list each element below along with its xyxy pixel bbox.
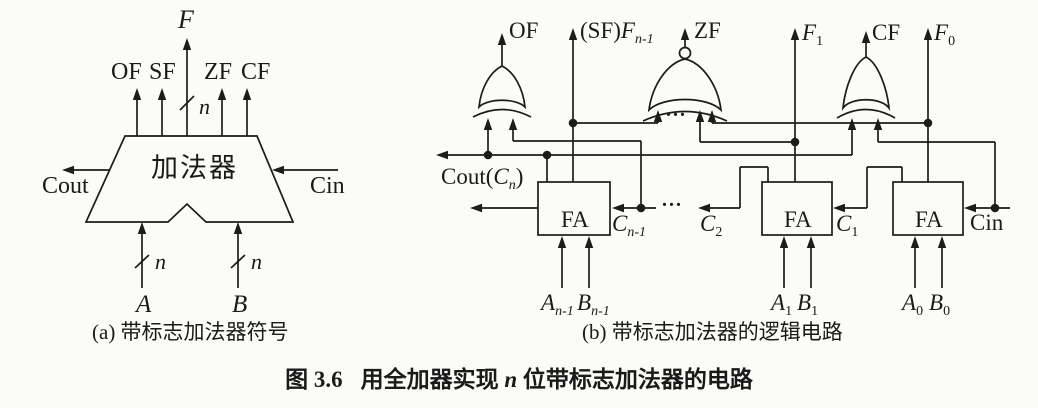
fa-label-bit-0: FA — [915, 207, 943, 232]
flag-of-label: OF — [111, 59, 142, 85]
circuit-wires — [448, 38, 1010, 288]
bus-width-a: n — [155, 249, 166, 274]
input-b0-label: B0 — [929, 290, 951, 319]
of-xor-gate — [472, 44, 532, 118]
caption-panel-b: (b) 带标志加法器的逻辑电路 — [582, 320, 843, 344]
cout-label-a: Cout — [42, 173, 89, 199]
flag-sf-label: SF — [149, 59, 176, 85]
cout-cn-label: Cout(Cn) — [441, 164, 524, 193]
fa-box-bit-1 — [761, 181, 833, 236]
carry-c1-label: C1 — [836, 211, 859, 240]
figure-number: 图 3.6 — [285, 367, 343, 392]
flag-cf-label: CF — [241, 59, 271, 85]
input-a1-label: A1 — [771, 290, 793, 319]
operand-b-label: B — [232, 291, 248, 318]
sf-sum-output-label: (SF)Fn-1 — [580, 18, 654, 47]
carry-cn1-label: Cn-1 — [612, 211, 647, 240]
caption-panel-a: (a) 带标志加法器符号 — [92, 320, 289, 344]
carry-c2-label: C2 — [700, 211, 723, 240]
bus-width-f: n — [199, 94, 210, 119]
input-a0-label: A0 — [902, 290, 924, 319]
zf-output-label: ZF — [694, 18, 721, 43]
carry-chain-ellipsis: ... — [662, 189, 683, 211]
bus-f-label: F — [178, 5, 194, 34]
f1-output-label: F1 — [802, 20, 824, 49]
cf-xor-gate — [836, 43, 896, 119]
fa-label-bit-n1: FA — [561, 207, 589, 232]
input-an1-label: An-1 — [541, 290, 574, 319]
cf-output-label: CF — [872, 20, 901, 45]
flag-zf-label: ZF — [204, 59, 233, 85]
cin-label-a: Cin — [310, 173, 345, 199]
panel-b-arrowheads — [436, 28, 976, 248]
adder-trapezoid-symbol — [74, 50, 338, 288]
f0-output-label: F0 — [934, 20, 956, 49]
cin-label-b: Cin — [970, 210, 1004, 235]
fa-label-bit-1: FA — [784, 207, 812, 232]
panel-a-arrowheads — [62, 38, 284, 234]
zf-inputs-ellipsis: ... — [666, 99, 687, 121]
of-output-label: OF — [509, 18, 539, 43]
bus-width-b: n — [251, 249, 262, 274]
zf-nor-gate — [642, 40, 728, 122]
junction-dots — [483, 118, 1000, 213]
operand-a-label: A — [136, 291, 152, 318]
input-bn1-label: Bn-1 — [577, 290, 610, 319]
input-b1-label: B1 — [797, 290, 819, 319]
adder-name-label: 加法器 — [151, 153, 238, 183]
